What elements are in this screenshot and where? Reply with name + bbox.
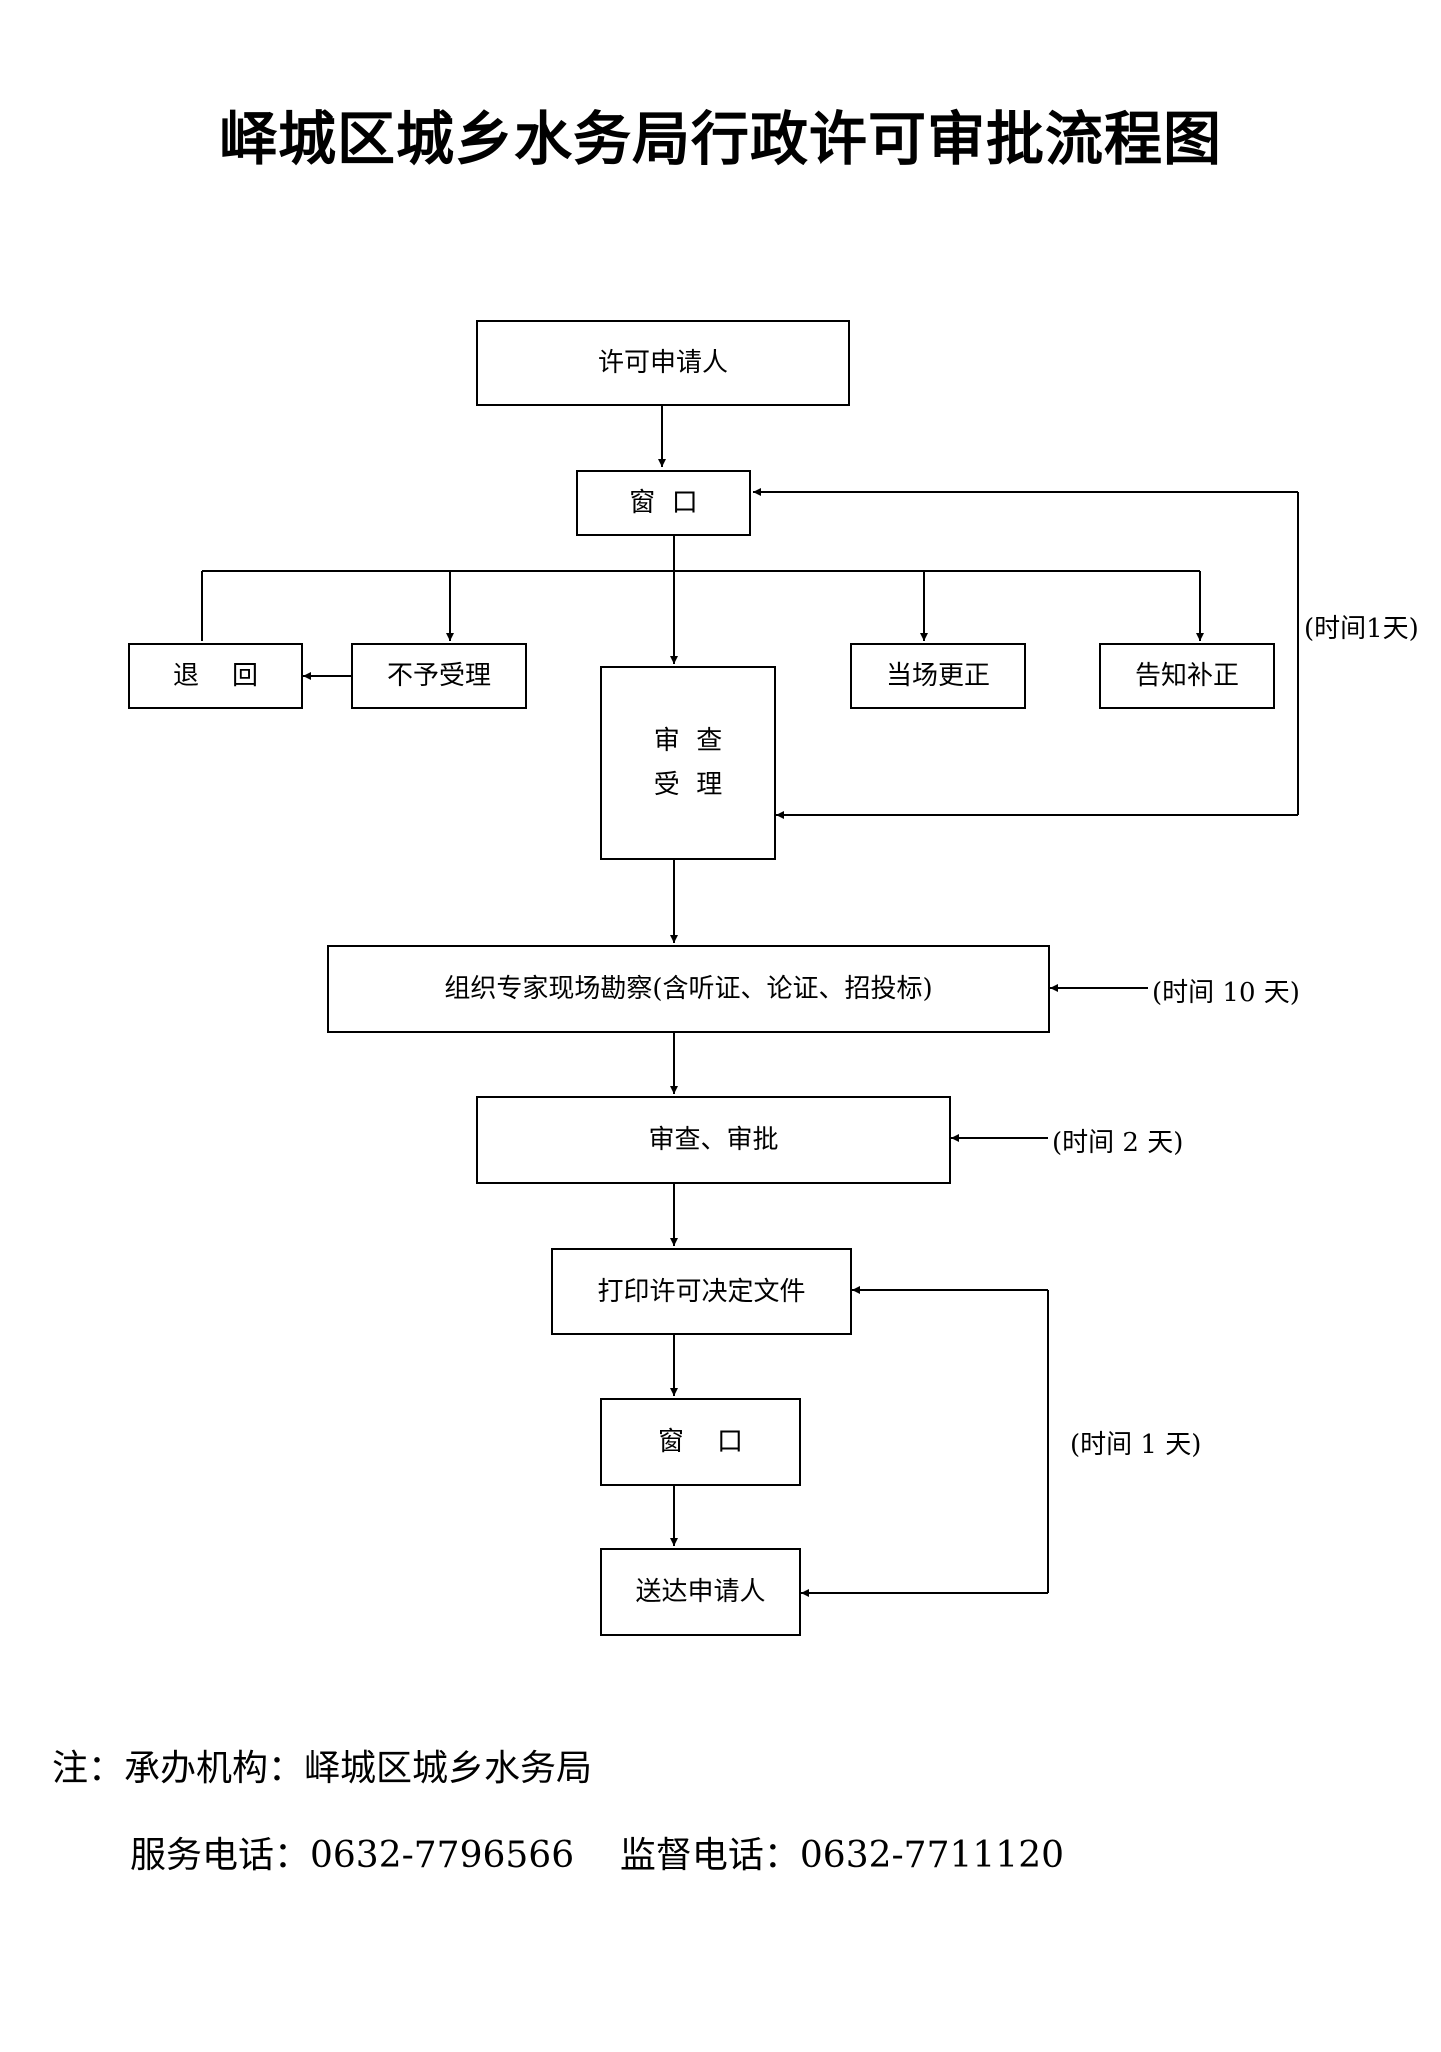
node-expert-survey: 组织专家现场勘察(含听证、论证、招投标) [327, 945, 1050, 1033]
node-not-accept: 不予受理 [351, 643, 527, 709]
node-review-accept: 审 查 受 理 [600, 666, 776, 860]
node-review-accept-line1: 审 查 [653, 726, 723, 756]
node-applicant-label: 许可申请人 [597, 348, 728, 378]
node-return-label: 退 回 [172, 661, 259, 691]
node-review-accept-line2: 受 理 [653, 770, 723, 800]
node-notify-correct: 告知补正 [1099, 643, 1275, 709]
time-note-loop-top: (时间1天) [1304, 614, 1419, 644]
node-deliver: 送达申请人 [600, 1548, 801, 1636]
node-return: 退 回 [128, 643, 303, 709]
node-window-bottom-label: 窗 口 [657, 1427, 744, 1457]
node-correct-on-site: 当场更正 [850, 643, 1026, 709]
footer-note-phones: 服务电话：0632-7796566 监督电话：0632-7711120 [130, 1835, 1064, 1876]
time-note-approve: (时间 2 天) [1052, 1128, 1184, 1158]
time-note-expert: (时间 10 天) [1152, 978, 1300, 1008]
node-correct-on-site-label: 当场更正 [885, 661, 990, 691]
node-expert-survey-label: 组织专家现场勘察(含听证、论证、招投标) [444, 974, 933, 1004]
node-notify-correct-label: 告知补正 [1134, 661, 1239, 691]
page-title: 峄城区城乡水务局行政许可审批流程图 [218, 105, 1222, 173]
node-not-accept-label: 不予受理 [386, 661, 491, 691]
footer-note-agency: 注：承办机构：峄城区城乡水务局 [52, 1748, 593, 1789]
node-print-decision-label: 打印许可决定文件 [597, 1276, 806, 1307]
node-print-decision: 打印许可决定文件 [551, 1248, 852, 1335]
node-window-top-label: 窗 口 [629, 488, 698, 518]
node-review-approve: 审查、审批 [476, 1096, 951, 1184]
node-window-bottom: 窗 口 [600, 1398, 801, 1486]
node-applicant: 许可申请人 [476, 320, 850, 406]
node-window-top: 窗 口 [576, 470, 751, 536]
time-note-loop-bottom: (时间 1 天) [1070, 1430, 1202, 1460]
node-deliver-label: 送达申请人 [635, 1577, 766, 1607]
node-review-approve-label: 审查、审批 [648, 1125, 779, 1155]
